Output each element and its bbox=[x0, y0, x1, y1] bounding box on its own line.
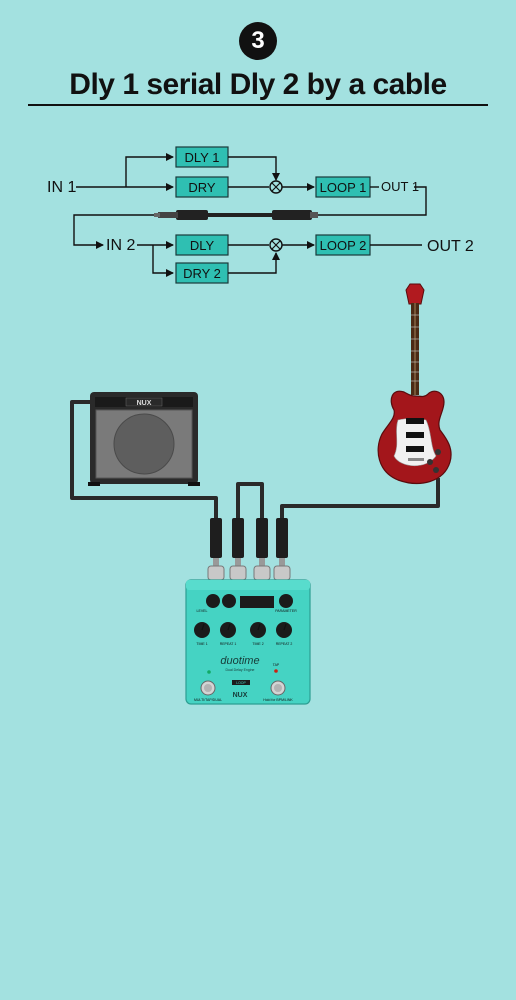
tap-label: TAP bbox=[273, 663, 280, 667]
loop-label: LOOP bbox=[236, 681, 246, 685]
out1-label: OUT 1 bbox=[381, 179, 419, 194]
cable-to-in2-wire bbox=[73, 214, 154, 249]
patch-cable-icon bbox=[154, 210, 318, 220]
page-title: Dly 1 serial Dly 2 by a cable bbox=[69, 68, 447, 101]
pedal-jacks bbox=[207, 565, 291, 581]
dry2-branch-wire bbox=[152, 245, 174, 277]
parameter-knob-label: PARAMETER bbox=[275, 609, 297, 613]
dly-label: DLY bbox=[190, 238, 215, 253]
step-number-badge: 3 bbox=[239, 22, 277, 60]
right-footswitch-label: Hold for BPM/LINK bbox=[263, 698, 293, 702]
dry-label: DRY bbox=[188, 180, 216, 195]
pedal-subtitle: Dual Delay Engine bbox=[226, 668, 255, 672]
pedal-model-logo: duotime bbox=[220, 655, 259, 667]
in2-label: IN 2 bbox=[106, 237, 135, 254]
device-cables bbox=[70, 400, 440, 520]
level-knob bbox=[206, 594, 220, 608]
loop2-label: LOOP 2 bbox=[320, 238, 367, 253]
level-knob-label: LEVEL bbox=[197, 609, 208, 613]
amplifier-icon: NUX bbox=[88, 392, 200, 486]
out1-return-wire bbox=[316, 186, 427, 216]
electric-guitar-icon bbox=[377, 283, 452, 484]
parameter-knob bbox=[279, 594, 293, 608]
duotime-pedal: LEVEL PARAMETER TIME 1 REPEAT 1 TIME 2 R… bbox=[185, 579, 311, 705]
dry2-to-mix-wire bbox=[228, 252, 280, 274]
guitar-plugs bbox=[210, 518, 288, 566]
in1-label: IN 1 bbox=[47, 179, 76, 196]
time2-knob-label: TIME 2 bbox=[252, 642, 263, 646]
dly1-label: DLY 1 bbox=[185, 150, 220, 165]
repeat1-knob-label: REPEAT 1 bbox=[220, 642, 237, 646]
repeat2-knob-label: REPEAT 2 bbox=[276, 642, 293, 646]
dly1-to-mix-wire bbox=[228, 156, 280, 181]
amp-brand-logo: NUX bbox=[137, 400, 152, 407]
loop1-label: LOOP 1 bbox=[320, 180, 367, 195]
pedal-display bbox=[240, 596, 274, 608]
out2-label: OUT 2 bbox=[427, 238, 474, 255]
dly1-branch-wire bbox=[125, 153, 174, 187]
pedal-brand-logo: NUX bbox=[233, 692, 248, 699]
left-footswitch-label: MULTI/TAP/DUAL bbox=[194, 698, 222, 702]
mode-knob bbox=[222, 594, 236, 608]
time1-knob-label: TIME 1 bbox=[196, 642, 207, 646]
title-underline bbox=[28, 104, 488, 106]
dry2-label: DRY 2 bbox=[183, 266, 221, 281]
